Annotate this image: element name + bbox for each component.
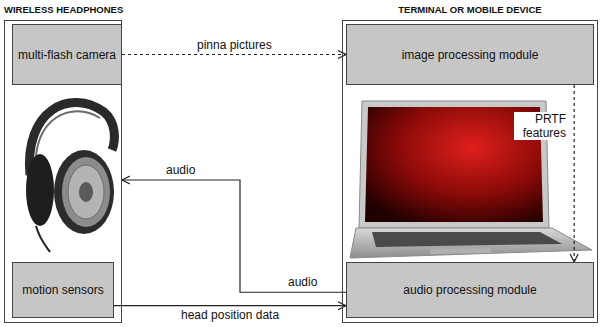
region-heading: WIRELESS HEADPHONES	[4, 4, 123, 15]
edge-label: PRTF features	[514, 112, 568, 140]
edge-label: audio	[164, 163, 197, 177]
device-region: TERMINAL OR MOBILE DEVICEimage processin…	[342, 20, 598, 323]
box-text: audio processing module	[399, 283, 540, 297]
edge-label: pinna pictures	[195, 38, 274, 52]
dashed-arrow	[122, 54, 346, 55]
box-text: image processing module	[398, 48, 543, 62]
module-box: image processing module	[346, 24, 594, 85]
dashed-arrow	[574, 85, 575, 262]
edge-label: head position data	[179, 308, 281, 322]
signal-arrow	[114, 305, 346, 306]
signal-label: audio	[286, 275, 319, 289]
box-text: motion sensors	[18, 283, 107, 297]
module-box: multi-flash camera	[12, 24, 122, 85]
region-heading: TERMINAL OR MOBILE DEVICE	[343, 4, 597, 15]
laptop-picture	[350, 101, 592, 258]
module-box: audio processing module	[346, 262, 594, 318]
box-text: multi-flash camera	[14, 48, 120, 62]
device-region: WIRELESS HEADPHONESmulti-flash cameramot…	[4, 20, 122, 323]
module-box: motion sensors	[12, 262, 114, 318]
signal-arrow	[122, 180, 346, 292]
headphones-picture	[26, 103, 114, 252]
